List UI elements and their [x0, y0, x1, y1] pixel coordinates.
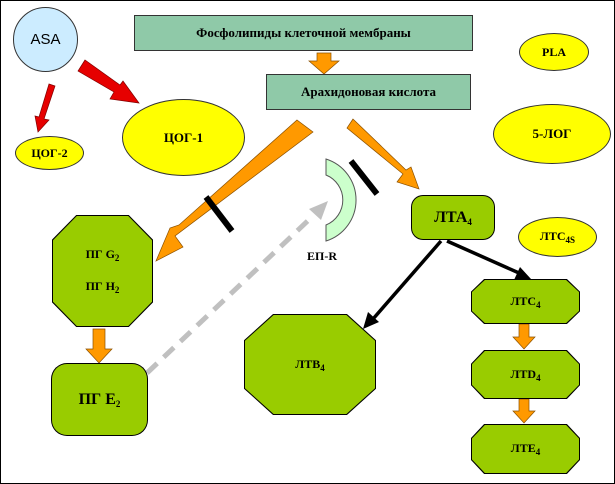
- ltd4-label: ЛТD4: [510, 366, 541, 383]
- lte4-label: ЛТЕ4: [510, 441, 541, 457]
- ltc4-octagon: ЛТС4: [471, 279, 580, 324]
- arrow-pge2-to-ep-r: [145, 213, 316, 375]
- arrow-arachidonic-to-pgg2: [155, 119, 314, 262]
- lta4-label: ЛТА4: [434, 208, 472, 227]
- arrow-pgh2-to-pge2: [85, 328, 113, 364]
- ltd4-octagon: ЛТD4: [471, 350, 580, 399]
- ep-r-label: ЕП-R: [307, 249, 337, 263]
- ep-r-receptor-shape: [325, 158, 357, 242]
- ltc4s-ellipse: ЛТС4S: [518, 217, 597, 257]
- pge2-label: ПГ Е2: [78, 390, 121, 409]
- cox1-label: ЦОГ-1: [163, 129, 204, 145]
- arrow-ltd4-to-lte4: [512, 398, 536, 424]
- ltc4s-label: ЛТС4S: [539, 229, 576, 245]
- cox2-ellipse: ЦОГ-2: [15, 136, 84, 170]
- arrow-lta4-to-ltb4-head: [363, 312, 379, 329]
- asa-label: ASA: [30, 31, 61, 48]
- inhibition-bar-ep-r: [348, 159, 380, 196]
- arachidonic-acid-label: Арахидоновая кислота: [300, 84, 437, 99]
- pla-ellipse: PLA: [519, 33, 589, 71]
- lox5-ellipse: 5-ЛОГ: [493, 104, 611, 164]
- cox2-label: ЦОГ-2: [31, 145, 68, 160]
- lta4-box: ЛТА4: [411, 195, 495, 240]
- phospholipids-label: Фосфолипиды клеточной мембраны: [196, 25, 411, 40]
- pgg2-pgh2-octagon: ПГ G2 ПГ Н2: [52, 215, 153, 327]
- pgg2-label: ПГ G2: [85, 247, 120, 263]
- arrow-ltc4-to-ltd4: [512, 323, 536, 350]
- arrow-lta4-to-ltc4: [446, 239, 520, 275]
- arrow-phospholipids-to-arachidonic: [308, 52, 340, 75]
- ltb4-label: ЛТВ4: [295, 356, 325, 373]
- pla-label: PLA: [542, 44, 566, 59]
- lox5-label: 5-ЛОГ: [532, 126, 572, 141]
- lte4-octagon: ЛТЕ4: [471, 424, 580, 474]
- cox1-ellipse: ЦОГ-1: [122, 99, 245, 176]
- ltb4-octagon: ЛТВ4: [244, 314, 376, 415]
- arachidonic-acid-box: Арахидоновая кислота: [266, 74, 471, 110]
- arrow-asa-to-cox1: [77, 59, 140, 104]
- arrow-lta4-to-ltc4-head: [514, 267, 531, 280]
- phospholipids-box: Фосфолипиды клеточной мембраны: [134, 15, 473, 51]
- pgh2-label: ПГ Н2: [85, 279, 120, 295]
- inhibition-bar-cox: [203, 195, 235, 233]
- arrow-lta4-to-ltb4: [371, 239, 443, 321]
- ltc4-label: ЛТС4: [510, 293, 541, 310]
- pge2-box: ПГ Е2: [51, 363, 148, 436]
- asa-circle: ASA: [13, 7, 78, 72]
- arrow-arachidonic-to-lta4: [346, 118, 420, 190]
- arrow-pge2-to-ep-r-head: [309, 201, 328, 220]
- arrow-asa-to-cox2: [34, 83, 56, 133]
